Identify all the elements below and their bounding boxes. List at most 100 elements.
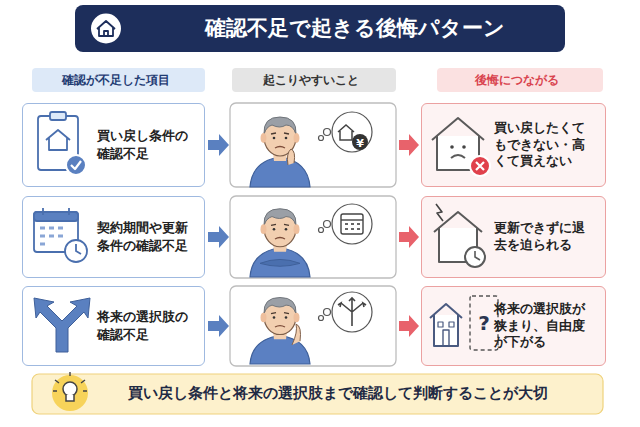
cause-box: 買い戻し条件の確認不足 [22, 103, 205, 187]
cause-box-text: 買い戻し条件の確認不足 [97, 127, 192, 162]
arrows-blue-part [208, 315, 229, 337]
box-fills-part [421, 196, 606, 278]
thought-bubble-3-part [338, 298, 366, 307]
result-box-text: 更新できずに退去を迫られる [494, 220, 585, 254]
result-box: 更新できずに退去を迫られる [421, 196, 606, 278]
thought-bubble-2-part [324, 221, 331, 228]
fork-arrow-icon [34, 298, 90, 352]
middle-panels-part [230, 196, 396, 278]
thought-bubble-1 [319, 112, 373, 152]
sad-house-icon [432, 118, 490, 176]
house-clock-icon [434, 204, 485, 267]
calendar-icon-part [40, 228, 63, 244]
header-fills-part [232, 68, 396, 92]
person-row-1-part [250, 117, 310, 187]
person-row-2 [250, 209, 310, 277]
house-question-icon [430, 296, 498, 350]
header-fills-part [437, 68, 603, 92]
person-row-3-part [250, 298, 310, 365]
result-box-text: 買い戻したくてもできない・高くて買えない [494, 120, 598, 171]
arrows-red-part [399, 134, 419, 156]
column-header-text: 後悔につながる [475, 72, 559, 88]
thought-bubble-2-part [341, 214, 363, 234]
summary-band: 買い戻し条件と将来の選択肢まで確認して判断することが大切 [32, 374, 603, 414]
arrows-blue-part [208, 226, 229, 248]
cause-box: 将来の選択肢の確認不足 [22, 286, 205, 366]
house-question-icon-part [438, 322, 454, 327]
title-bar-part [97, 21, 115, 36]
calendar-icon-part [43, 208, 69, 215]
thought-bubble-1-part [338, 125, 354, 140]
column-header-text: 確認が不足した項目 [62, 72, 170, 88]
result-box: 買い戻したくてもできない・高くて買えない [421, 103, 606, 187]
thought-bubble-1-part [352, 134, 368, 150]
thought-bubble-2-part [341, 219, 363, 220]
person-row-2-part [260, 259, 300, 266]
clipboard-icon-part [71, 161, 81, 169]
house-question-icon-part [470, 296, 498, 350]
thought-bubble-1-part [324, 129, 331, 136]
thought-bubble-2-part [332, 204, 372, 244]
middle-panels-part [230, 103, 396, 187]
calendar-icon-part [65, 240, 87, 262]
box-fills [22, 103, 606, 414]
person-row-3-part [292, 324, 301, 345]
calendar-icon [34, 208, 87, 262]
sad-house-icon-part [450, 145, 454, 149]
clipboard-icon-part [66, 155, 86, 175]
arrows-red-part [399, 226, 419, 248]
cause-box-text: 将来の選択肢の確認不足 [97, 308, 192, 343]
header-fills-part [32, 68, 205, 92]
lightbulb-icon-part [52, 375, 88, 411]
result-box: 将来の選択肢が狭まり、自由度が下がる [421, 286, 606, 366]
summary-band-text: 買い戻し条件と将来の選択肢まで確認して判断することが大切 [128, 384, 548, 404]
house-clock-icon-part [465, 247, 485, 267]
house-clock-icon-part [436, 204, 443, 221]
arrows-red [399, 134, 419, 337]
thought-bubble-3 [319, 292, 373, 332]
cause-box-text: 契約期間や更新条件の確認不足 [97, 219, 192, 254]
thought-bubble-3-part [324, 309, 331, 316]
sad-house-icon-part [462, 145, 466, 149]
person-row-3 [250, 298, 310, 365]
thought-bubble-3-part [332, 292, 372, 332]
box-fills-part [32, 374, 603, 414]
thought-bubble-2-part [319, 228, 324, 233]
sad-house-icon-part [470, 156, 490, 176]
thought-bubble-3-part [319, 316, 324, 321]
yen-symbol: ¥ [356, 137, 364, 148]
thought-bubble-1-part [332, 112, 372, 152]
result-box-text: 将来の選択肢が狭まり、自由度が下がる [494, 301, 585, 352]
house-question-icon-part [434, 315, 458, 346]
column-header-text: 起こりやすいこと [263, 72, 359, 88]
thought-bubble-2-part [345, 224, 360, 229]
clipboard-icon-part [50, 112, 66, 120]
lightbulb-icon [52, 372, 88, 411]
calendar-icon-part [34, 212, 78, 221]
lightbulb-icon-part [53, 372, 87, 391]
arrows-red-part [399, 315, 419, 337]
box-fills-part [22, 103, 205, 187]
box-fills-part [22, 196, 205, 278]
arrows-blue [208, 134, 229, 337]
person-row-1-part [287, 149, 294, 165]
middle-panels-part [230, 286, 396, 366]
fork-arrow-icon-part [34, 298, 90, 352]
box-fills-part [421, 286, 606, 366]
box-fills-part [421, 103, 606, 187]
lightbulb-icon-part [63, 382, 77, 396]
house-question-icon-part [443, 330, 449, 346]
sad-house-icon-part [451, 155, 465, 158]
thought-bubble-3-part [341, 299, 363, 326]
header-fills [32, 68, 603, 92]
middle-panels [230, 103, 396, 366]
thought-bubble-1-part [319, 136, 324, 141]
person-row-1 [250, 117, 310, 187]
title-bar: 確認不足で起きる後悔パターン [75, 5, 565, 52]
question-mark: ? [478, 313, 490, 333]
title-bar [75, 5, 565, 52]
thought-bubble-2 [319, 204, 373, 244]
title-text: 確認不足で起きる後悔パターン [205, 14, 505, 42]
clipboard-icon [38, 112, 86, 175]
